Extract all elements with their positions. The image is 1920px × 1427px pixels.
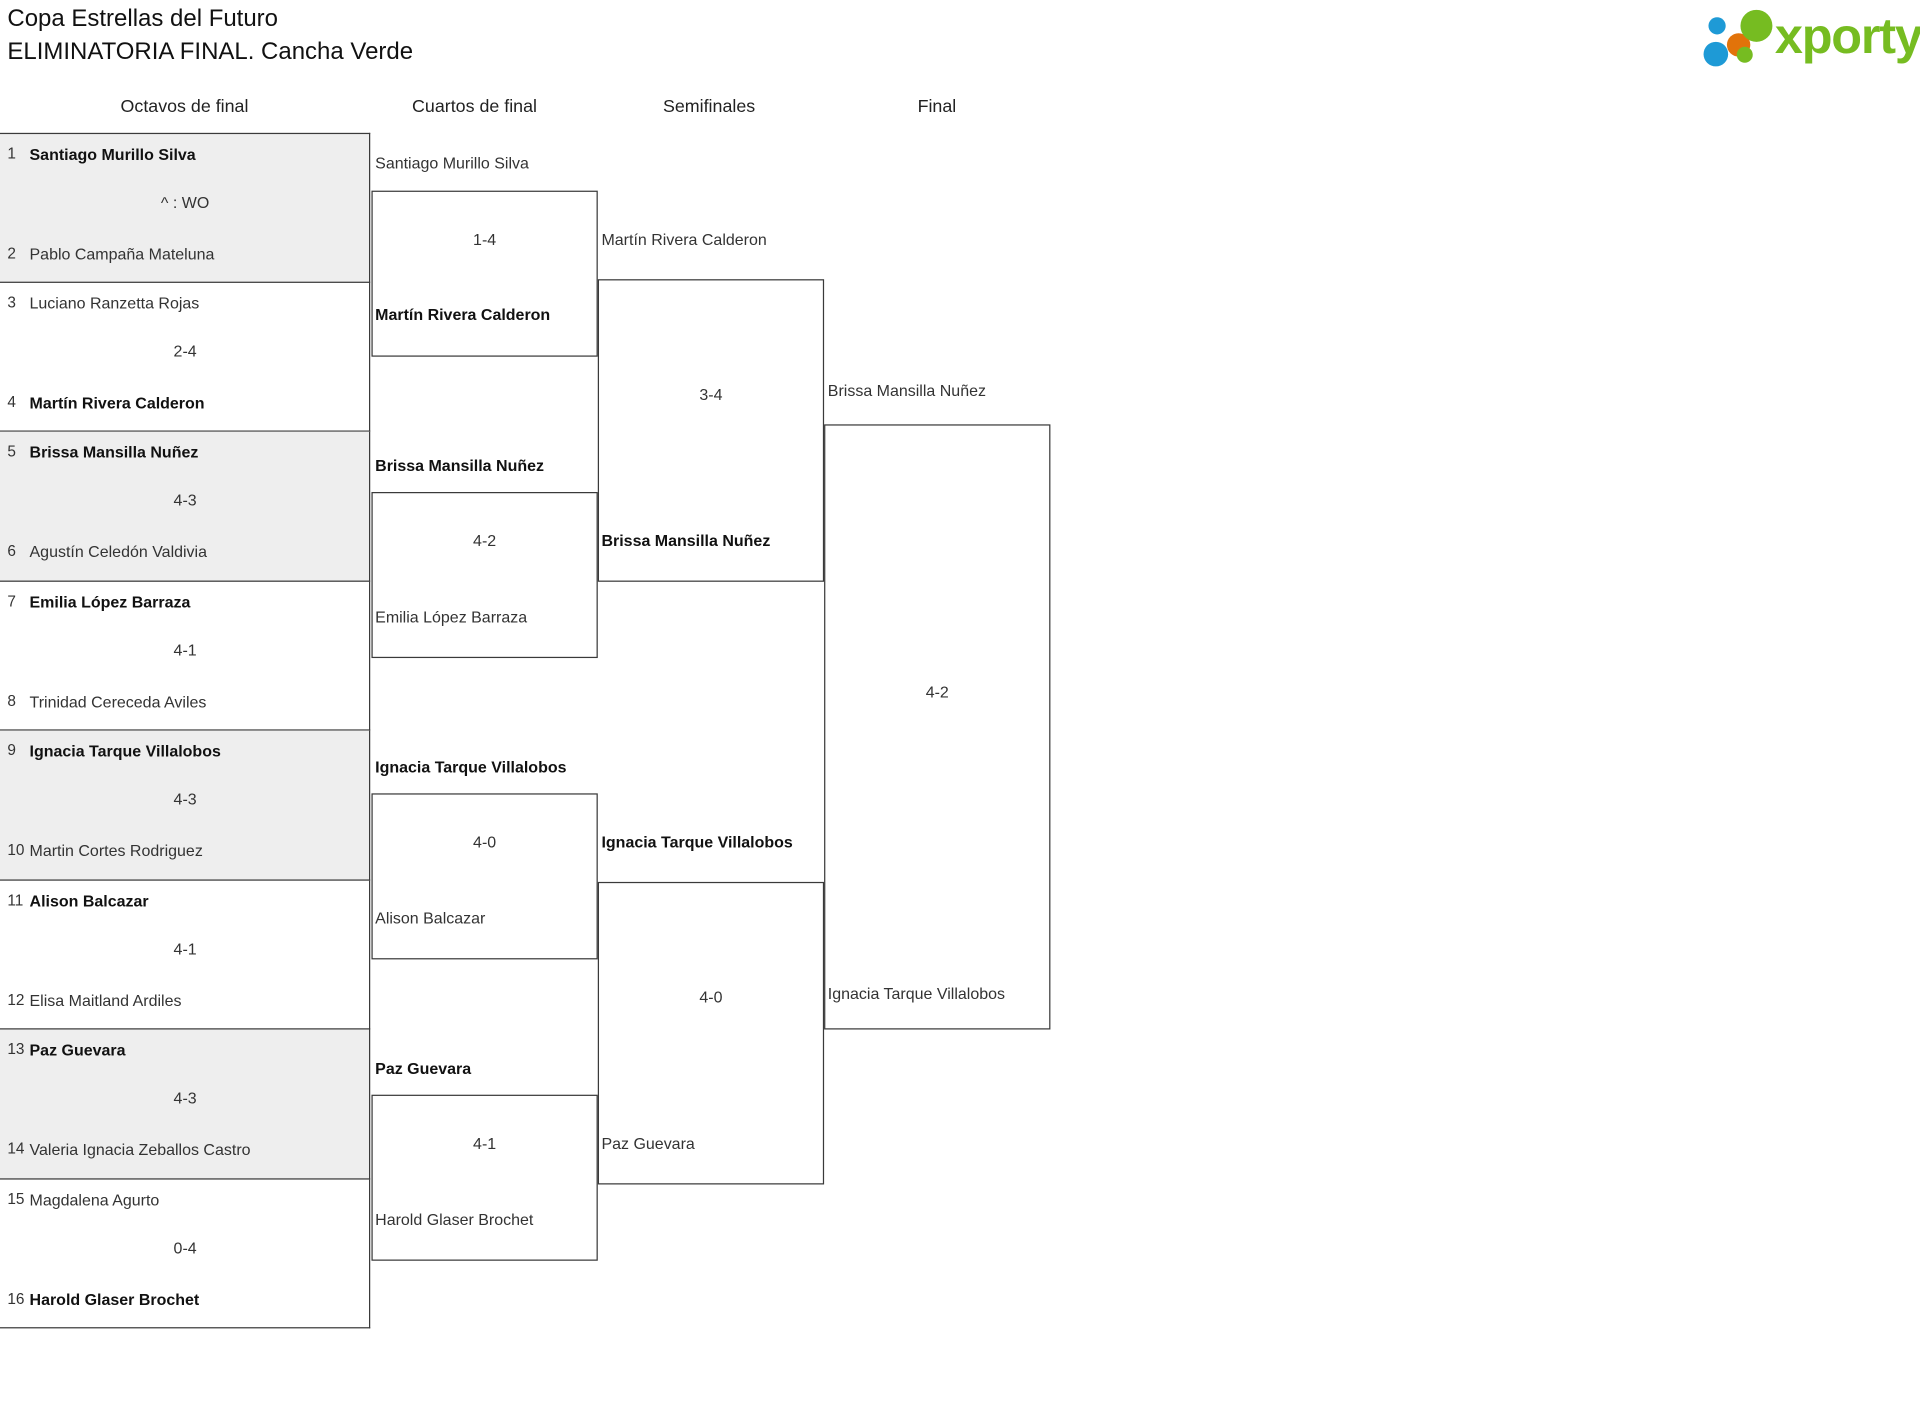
logo-dot-blue-small-icon: [1708, 17, 1726, 35]
round2-match-4-bottom-name[interactable]: Harold Glaser Brochet: [375, 1210, 534, 1229]
round1-match-5[interactable]: 9 Ignacia Tarque Villalobos 4-3 10 Marti…: [0, 730, 371, 881]
round2-match-2-box[interactable]: 4-2: [371, 492, 598, 659]
player-name: Santiago Murillo Silva: [29, 145, 196, 164]
seed-number: 5: [7, 442, 16, 461]
match-score: 4-2: [925, 682, 949, 702]
player-name: Pablo Campaña Mateluna: [29, 244, 215, 264]
seed-number: 7: [7, 592, 16, 610]
page-title: Copa Estrellas del Futuro: [7, 4, 279, 32]
round2-match-1-bottom-name[interactable]: Martín Rivera Calderon: [375, 305, 551, 324]
player-name: Brissa Mansilla Nuñez: [29, 442, 199, 462]
logo-dot-green-small-icon: [1736, 46, 1753, 63]
round2-match-2-top-name[interactable]: Brissa Mansilla Nuñez: [375, 456, 545, 475]
match-score: 4-1: [473, 1134, 497, 1153]
final-bottom-name[interactable]: Ignacia Tarque Villalobos: [827, 984, 1006, 1003]
logo-dots-icon: [1703, 9, 1775, 67]
round3-match-2-top-name[interactable]: Ignacia Tarque Villalobos: [601, 832, 793, 852]
round2-match-1-top-name[interactable]: Santiago Murillo Silva: [375, 153, 529, 173]
player-name: Harold Glaser Brochet: [29, 1289, 200, 1309]
player-name: Elisa Maitland Ardiles: [29, 990, 182, 1010]
match-score: 4-3: [173, 789, 197, 809]
tournament-title-block: Copa Estrellas del Futuro ELIMINATORIA F…: [7, 2, 413, 68]
seed-number: 8: [7, 691, 16, 710]
seed-number: 9: [7, 741, 16, 759]
round2-match-3-top-name[interactable]: Ignacia Tarque Villalobos: [375, 757, 567, 777]
round1-match-3[interactable]: 5 Brissa Mansilla Nuñez 4-3 6 Agustín Ce…: [0, 431, 371, 582]
player-name: Agustín Celedón Valdivia: [29, 542, 208, 561]
player-name: Ignacia Tarque Villalobos: [29, 741, 221, 761]
round3-match-1-bottom-name[interactable]: Brissa Mansilla Nuñez: [601, 531, 771, 550]
round-header-octavos: Octavos de final: [120, 97, 249, 117]
logo-wordmark: xporty: [1774, 7, 1920, 64]
seed-number: 15: [7, 1190, 25, 1208]
round-header-semifinales: Semifinales: [662, 97, 756, 117]
match-score: ^ : WO: [160, 193, 210, 212]
round2-match-3-box[interactable]: 4-0: [371, 793, 598, 960]
round2-match-1-box[interactable]: 1-4: [371, 190, 598, 357]
player-name: Martin Cortes Rodriguez: [29, 841, 203, 860]
match-score: 1-4: [473, 230, 497, 249]
seed-number: 1: [7, 145, 16, 163]
final-match-box[interactable]: 4-2: [824, 424, 1051, 1030]
round-header-cuartos: Cuartos de final: [412, 97, 537, 117]
round-header-final: Final: [917, 97, 957, 117]
round2-match-4-box[interactable]: 4-1: [371, 1094, 598, 1261]
seed-number: 6: [7, 542, 16, 560]
seed-number: 2: [7, 244, 16, 262]
page-subtitle: ELIMINATORIA FINAL. Cancha Verde: [7, 38, 414, 66]
match-score: 4-3: [173, 1088, 197, 1107]
player-name: Alison Balcazar: [29, 891, 149, 910]
round1-match-1[interactable]: 1 Santiago Murillo Silva ^ : WO 2 Pablo …: [0, 132, 371, 283]
seed-number: 3: [7, 293, 16, 311]
match-score: 4-0: [699, 987, 723, 1007]
round1-match-4[interactable]: 7 Emilia López Barraza 4-1 8 Trinidad Ce…: [0, 581, 371, 731]
match-score: 2-4: [173, 341, 197, 360]
final-top-name[interactable]: Brissa Mansilla Nuñez: [827, 381, 986, 400]
round1-column: 1 Santiago Murillo Silva ^ : WO 2 Pablo …: [0, 132, 371, 1329]
match-score: 0-4: [173, 1237, 197, 1257]
player-name: Magdalena Agurto: [29, 1190, 160, 1209]
player-name: Valeria Ignacia Zeballos Castro: [29, 1140, 251, 1159]
round3-match-2-bottom-name[interactable]: Paz Guevara: [601, 1134, 695, 1153]
seed-number: 12: [7, 990, 25, 1008]
round1-match-8[interactable]: 15 Magdalena Agurto 0-4 16 Harold Glaser…: [0, 1178, 371, 1329]
match-score: 3-4: [699, 384, 723, 404]
match-score: 4-1: [173, 640, 197, 659]
round1-match-7[interactable]: 13 Paz Guevara 4-3 14 Valeria Ignacia Ze…: [0, 1029, 371, 1179]
player-name: Luciano Ranzetta Rojas: [29, 293, 200, 312]
match-score: 4-0: [473, 832, 497, 852]
round1-match-6[interactable]: 11 Alison Balcazar 4-1 12 Elisa Maitland…: [0, 880, 371, 1030]
player-name: Martín Rivera Calderon: [29, 392, 205, 412]
seed-number: 14: [7, 1140, 25, 1158]
xporty-logo[interactable]: xporty: [1703, 7, 1920, 67]
logo-dot-blue-large-icon: [1703, 41, 1729, 67]
seed-number: 4: [7, 392, 16, 411]
player-name: Paz Guevara: [29, 1040, 126, 1060]
round2-match-4-top-name[interactable]: Paz Guevara: [375, 1059, 472, 1078]
player-name: Trinidad Cereceda Aviles: [29, 691, 207, 711]
round2-match-2-bottom-name[interactable]: Emilia López Barraza: [375, 607, 528, 627]
seed-number: 11: [7, 891, 24, 909]
match-score: 4-3: [173, 490, 197, 510]
round1-match-2[interactable]: 3 Luciano Ranzetta Rojas 2-4 4 Martín Ri…: [0, 282, 371, 432]
seed-number: 10: [7, 841, 25, 859]
match-score: 4-2: [473, 531, 497, 550]
player-name: Emilia López Barraza: [29, 592, 191, 611]
logo-dot-green-large-icon: [1740, 9, 1773, 42]
round3-match-2-box[interactable]: 4-0: [597, 881, 825, 1185]
seed-number: 16: [7, 1289, 25, 1307]
round2-match-3-bottom-name[interactable]: Alison Balcazar: [375, 908, 486, 928]
seed-number: 13: [7, 1040, 25, 1058]
match-score: 4-1: [173, 939, 197, 958]
round3-match-1-top-name[interactable]: Martín Rivera Calderon: [601, 230, 767, 249]
round3-match-1-box[interactable]: 3-4: [597, 279, 825, 582]
